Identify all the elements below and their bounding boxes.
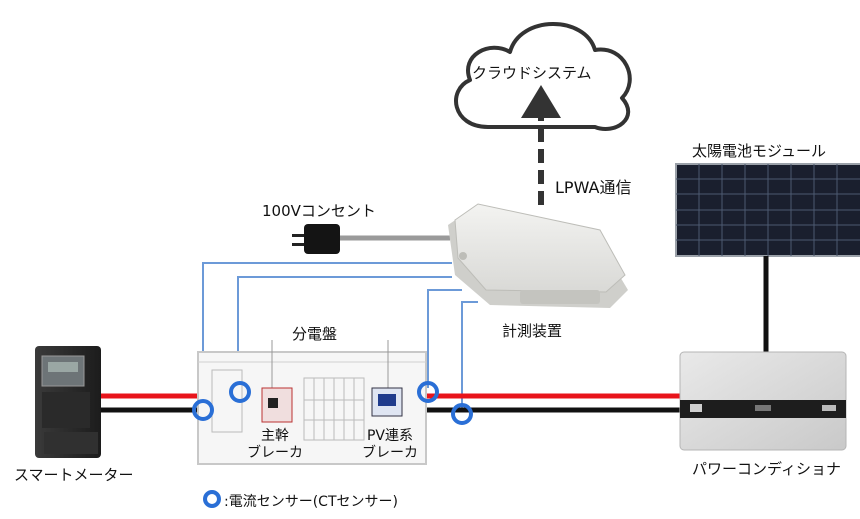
measuring-device-label: 計測装置 <box>502 322 563 340</box>
legend-ct-sensor-icon <box>203 490 221 508</box>
smart-meter-label: スマートメーター <box>14 466 134 484</box>
main-breaker-label-line2: ブレーカ <box>247 445 303 461</box>
pv-breaker-label-line2: ブレーカ <box>362 445 418 461</box>
power-conditioner <box>679 351 847 451</box>
lpwa-label: LPWA通信 <box>555 178 632 197</box>
legend-label: :電流センサー(CTセンサー) <box>224 494 398 510</box>
main-breaker-label-line1: 主幹 <box>261 428 289 444</box>
measuring-device <box>448 203 628 308</box>
solar-module-label: 太陽電池モジュール <box>692 142 826 160</box>
pv-breaker-label-line1: PV連系 <box>366 428 414 444</box>
ct-sensor-icon <box>192 381 473 425</box>
smart-meter <box>35 346 101 458</box>
outlet-plug-icon <box>292 224 340 254</box>
solar-module <box>675 163 860 257</box>
distribution-board <box>197 340 427 465</box>
lpwa-arrow <box>521 85 561 205</box>
outlet-label: 100Vコンセント <box>262 202 376 220</box>
cloud-label: クラウドシステム <box>472 64 592 82</box>
cloud-icon <box>454 22 632 131</box>
distribution-board-label: 分電盤 <box>292 325 338 343</box>
power-conditioner-label: パワーコンディショナ <box>692 460 841 478</box>
